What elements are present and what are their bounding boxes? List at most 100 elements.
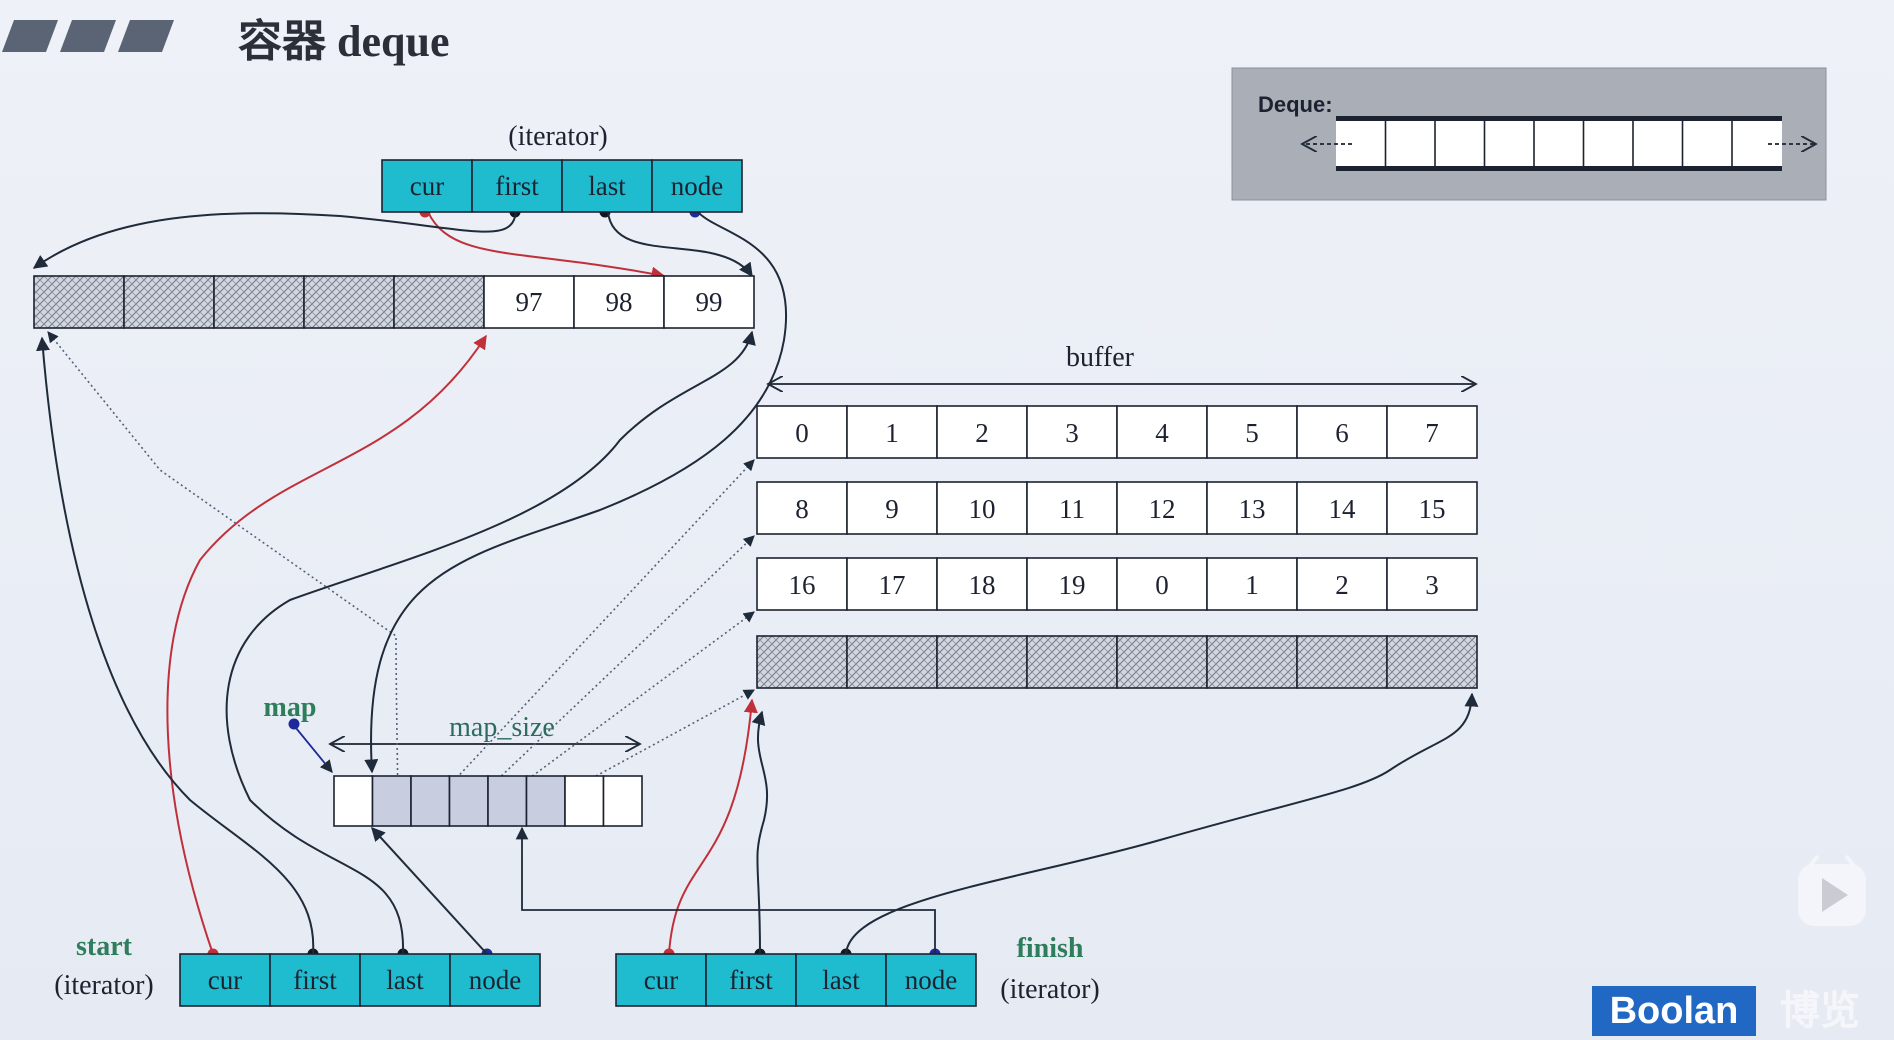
map-to-buffer-1-arrow (475, 535, 755, 801)
finish-iterator-cell-last (795, 953, 887, 1007)
buffer-value: 5 (1245, 418, 1259, 448)
top-iterator-cell-first (471, 159, 563, 213)
buffer-cell (1206, 405, 1298, 459)
buffer-value: 10 (969, 494, 996, 524)
buffer-cell (1386, 405, 1478, 459)
finish-iterator-field-first: first (729, 965, 773, 995)
buffer-value: 14 (1329, 494, 1357, 524)
buffer-cell (936, 481, 1028, 535)
top-cur-arrow (427, 211, 666, 281)
top-last-arrow (607, 211, 753, 278)
finish-iterator-caption: (iterator) (1000, 974, 1100, 1005)
deque-inset-top-edge (1336, 116, 1782, 121)
finish-iterator-field-last: last (822, 965, 860, 995)
finish-iterator-field-cur: cur (644, 965, 678, 995)
buffer-hatched-cell (1296, 635, 1388, 689)
start-iterator-cell-node (449, 953, 541, 1007)
finish-first-arrow (751, 710, 769, 955)
buffer-cell (1386, 557, 1478, 611)
map-pointer-origin (288, 718, 300, 730)
start-cur-arrow (166, 334, 487, 955)
start-iterator-field-last: last (386, 965, 424, 995)
start-first-arrow (36, 336, 315, 955)
top-buffer-cell (663, 275, 755, 329)
buffer-cell (1116, 557, 1208, 611)
top-buffer-hatched-cell (123, 275, 215, 329)
buffer-cell (1116, 481, 1208, 535)
top-iterator-field-cur: cur (410, 171, 444, 201)
buffer-cell (756, 557, 848, 611)
title-stripes-icon (2, 20, 174, 52)
buffer-value: 0 (1155, 570, 1169, 600)
buffer-value: 3 (1425, 570, 1439, 600)
top-buffer-value: 99 (696, 287, 723, 317)
buffer-hatched-cell (1206, 635, 1298, 689)
top-first-arrow (32, 211, 517, 269)
buffer-value: 9 (885, 494, 899, 524)
buffer-hatched-cell (1386, 635, 1478, 689)
boolan-logo: Boolan 博览 (1592, 986, 1860, 1036)
play-button[interactable] (1798, 854, 1866, 926)
finish-iterator-cell-first (705, 953, 797, 1007)
top-iterator-cell-node (651, 159, 743, 213)
top-buffer-cell (573, 275, 665, 329)
top-buffer-hatched-cell (213, 275, 305, 329)
buffer-cell (846, 481, 938, 535)
map-slot (371, 775, 412, 827)
finish-last-arrow (845, 692, 1479, 955)
buffer-hatched-cell (756, 635, 848, 689)
deque-inset: Deque: (1231, 67, 1827, 201)
deque-inset-body (1336, 118, 1782, 168)
buffer-cell (756, 405, 848, 459)
buffer-value: 3 (1065, 418, 1079, 448)
page-title: 容器 deque (238, 17, 449, 66)
start-label: start (76, 931, 133, 962)
buffer-cell (1026, 405, 1118, 459)
buffer-value: 4 (1155, 418, 1169, 448)
logo-brand: Boolan (1610, 990, 1739, 1032)
map-label: map (264, 692, 317, 723)
map-slot (525, 775, 566, 827)
map-slot (333, 775, 374, 827)
finish-cur-arrow (668, 698, 758, 955)
buffer-hatched-cell (1026, 635, 1118, 689)
top-iterator-label: (iterator) (508, 121, 608, 152)
deque-inset-bottom-edge (1336, 166, 1782, 171)
buffer-value: 16 (789, 570, 816, 600)
buffer-hatched-cell (846, 635, 938, 689)
start-iterator-caption: (iterator) (54, 970, 154, 1001)
buffer-label: buffer (1066, 342, 1135, 373)
buffer-value: 0 (795, 418, 809, 448)
buffer-hatched-cell (936, 635, 1028, 689)
buffer-value: 17 (879, 570, 906, 600)
buffer-cell (1386, 481, 1478, 535)
buffer-cell (1116, 405, 1208, 459)
buffer-cell (1296, 557, 1388, 611)
top-buffer-value: 98 (606, 287, 633, 317)
buffer-cell (1026, 481, 1118, 535)
finish-iterator-field-node: node (905, 965, 958, 995)
map-to-buffer-3-arrow (551, 689, 755, 801)
buffer-value: 1 (885, 418, 899, 448)
buffer-value: 12 (1149, 494, 1176, 524)
deque-inset-cells (1302, 116, 1816, 171)
buffer-cell (846, 405, 938, 459)
top-buffer-value: 97 (516, 287, 543, 317)
top-buffer-hatched-cell (33, 275, 125, 329)
top-iterator-field-last: last (588, 171, 626, 201)
start-iterator-cell-cur (179, 953, 271, 1007)
map-slot (487, 775, 528, 827)
buffer-value: 6 (1335, 418, 1349, 448)
top-buffer-cell (483, 275, 575, 329)
top-iterator-field-first: first (495, 171, 539, 201)
top-buffer-hatched-cell (393, 275, 485, 329)
start-iterator-cell-last (359, 953, 451, 1007)
map-to-buffer-2-arrow (499, 611, 755, 801)
start-iterator-field-first: first (293, 965, 337, 995)
buffer-value: 7 (1425, 418, 1439, 448)
buffer-value: 2 (975, 418, 989, 448)
map-slot (602, 775, 643, 827)
